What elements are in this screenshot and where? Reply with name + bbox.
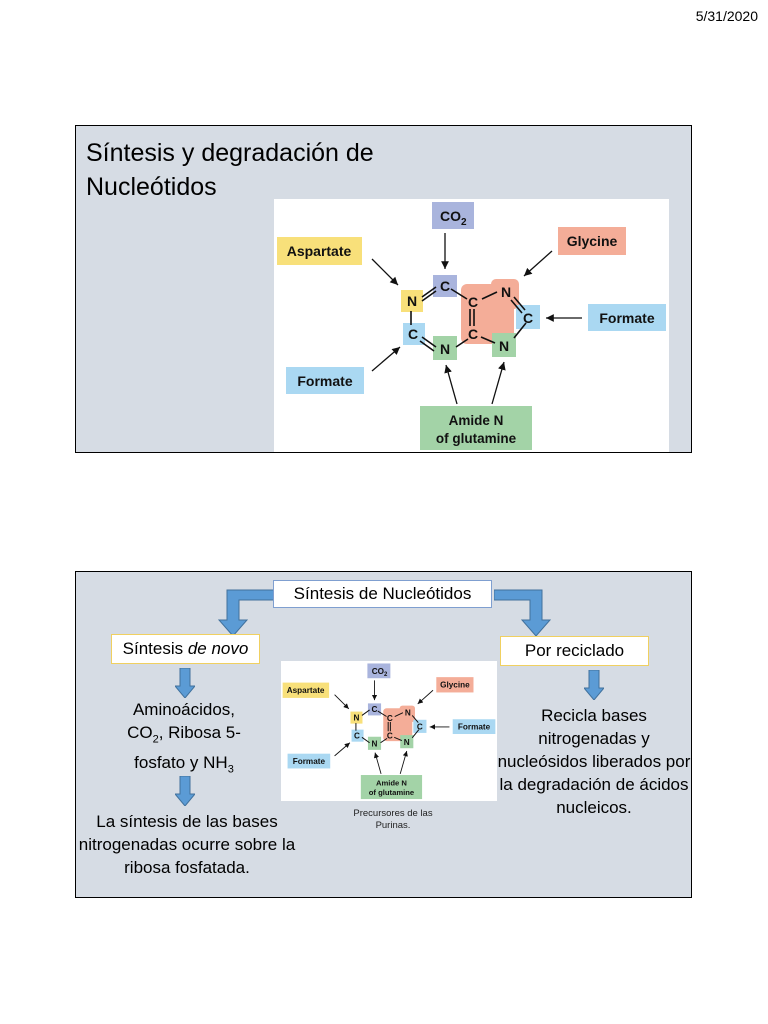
- aspartate-nitrogen-highlight: [401, 290, 423, 312]
- svg-text:N: N: [354, 713, 360, 722]
- page-date: 5/31/2020: [695, 8, 758, 24]
- atom-n4: N: [501, 284, 511, 300]
- down-arrow-3: [584, 670, 604, 700]
- amino-line-3: fosfato y NH3: [134, 753, 234, 776]
- bent-arrow-left: [209, 588, 275, 636]
- svg-text:C: C: [387, 714, 393, 723]
- atom-n6: N: [499, 338, 509, 354]
- de-novo-synthesis-box: Síntesis de novo: [111, 634, 260, 664]
- purine-precursors-diagram: N C C N C N C N C CO2 Aspartate Glycine …: [274, 199, 669, 452]
- atom-c9: C: [408, 326, 418, 342]
- svg-text:Glycine: Glycine: [440, 681, 470, 690]
- svg-text:C: C: [354, 731, 360, 740]
- atom-n1: N: [407, 293, 417, 309]
- bent-arrow-right: [494, 588, 560, 636]
- formate-carbon-highlight: [403, 323, 425, 345]
- slide-title-line-1: Síntesis y degradación de: [86, 139, 374, 167]
- co2-label: CO2: [440, 208, 467, 228]
- svg-text:Formate: Formate: [458, 723, 491, 732]
- svg-text:Amide Nof glutamine: Amide Nof glutamine: [369, 778, 414, 797]
- nucleotide-synthesis-title: Síntesis de Nucleótidos: [273, 580, 492, 608]
- recycling-box: Por reciclado: [500, 636, 649, 666]
- svg-text:Formate: Formate: [293, 757, 326, 766]
- synthesis-description: La síntesis de las bases nitrogenadas oc…: [78, 812, 296, 877]
- glycine-label: Glycine: [567, 233, 618, 249]
- de-novo-precursors-text: Aminoácidos, CO2, Ribosa 5- fosfato y NH…: [109, 698, 259, 782]
- formate-carbon2-highlight: [516, 305, 540, 329]
- atom-c5: C: [523, 310, 533, 326]
- glutamine-nitrogen-highlight: [433, 336, 457, 360]
- formate-label-right: Formate: [599, 310, 654, 326]
- atom-c3: C: [468, 294, 478, 310]
- slide-2: Síntesis de Nucleótidos Síntesis de novo…: [75, 571, 692, 898]
- atom-c2: C: [440, 278, 450, 294]
- de-novo-italic: de novo: [187, 639, 249, 658]
- formate-label-left: Formate: [297, 373, 352, 389]
- svg-text:C: C: [387, 731, 393, 740]
- svg-text:C: C: [417, 723, 423, 732]
- glutamine-nitrogen2-highlight: [492, 333, 516, 357]
- atom-c7: C: [468, 326, 478, 342]
- aspartate-label: Aspartate: [287, 243, 352, 259]
- svg-text:N: N: [405, 708, 411, 717]
- svg-text:N: N: [404, 738, 410, 747]
- down-arrow-2: [175, 776, 195, 806]
- svg-text:CO2: CO2: [372, 667, 388, 678]
- slide-1: Síntesis y degradación de Nucleótidos: [75, 125, 692, 453]
- figure-caption: Precursores de las Purinas.: [353, 808, 433, 831]
- amino-line-1: Aminoácidos,: [132, 700, 236, 719]
- co2-carbon-highlight: [433, 275, 457, 297]
- de-novo-prefix: Síntesis: [122, 639, 188, 658]
- atom-n8: N: [440, 341, 450, 357]
- svg-text:N: N: [372, 740, 378, 749]
- amino-line-2: CO2, Ribosa 5-: [127, 723, 241, 746]
- slide-title-line-2: Nucleótidos: [86, 173, 217, 201]
- slide-title: Síntesis y degradación de Nucleótidos: [86, 136, 446, 204]
- svg-text:C: C: [372, 705, 378, 714]
- svg-text:Aspartate: Aspartate: [287, 686, 325, 695]
- recycling-description: Recicla bases nitrogenadas y nucleósidos…: [497, 706, 691, 817]
- purine-precursors-diagram-small: N C C N C N C N C CO2 Aspartate Glycine …: [281, 661, 497, 801]
- down-arrow-1: [175, 668, 195, 698]
